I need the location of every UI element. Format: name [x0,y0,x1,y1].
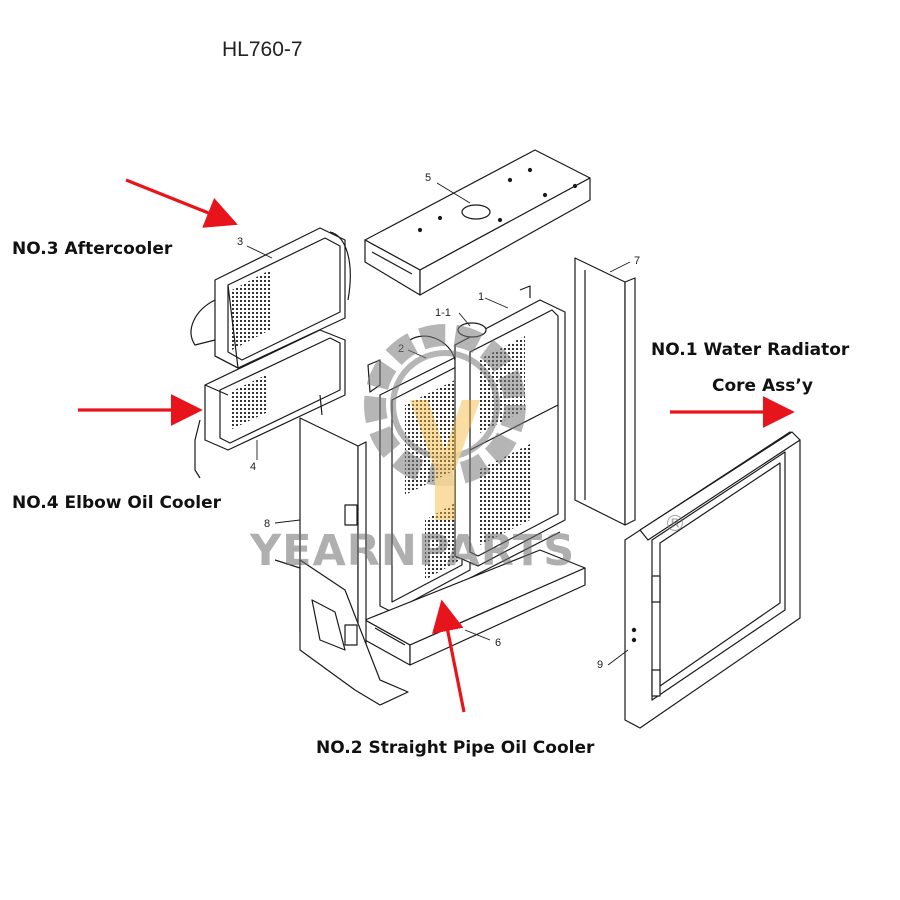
part-label-7: 7 [634,255,640,267]
access-door-part-9 [624,431,801,729]
elbow-oil-cooler-part-4 [194,329,346,479]
callout-water-radiator-line2: Core Ass’y [712,376,813,396]
callout-straight-pipe-oil-cooler: NO.2 Straight Pipe Oil Cooler [316,738,595,758]
part-label-8: 8 [264,518,270,530]
model-title: HL760-7 [222,38,303,61]
part-label-5: 5 [425,172,431,184]
top-cover-part-5 [364,149,591,296]
callout-water-radiator-line1: NO.1 Water Radiator [651,340,850,360]
callout-aftercooler: NO.3 Aftercooler [12,239,173,259]
part-label-9: 9 [597,659,603,671]
callout-elbow-oil-cooler: NO.4 Elbow Oil Cooler [12,493,222,513]
part-label-3: 3 [237,236,243,248]
watermark-registered-icon: ® [664,512,686,537]
side-frame-part-8 [274,417,409,706]
part-label-4: 4 [250,461,256,473]
part-label-1: 1 [478,291,484,303]
side-panel-part-7 [574,257,636,526]
part-label-1-1: 1-1 [435,307,451,319]
arrow-straight-pipe [432,599,466,713]
watermark-gear-icon [364,324,526,520]
part-label-6: 6 [495,637,501,649]
arrow-aftercooler [125,178,238,228]
bottom-base-part-6 [364,549,586,666]
leader-lines [246,182,631,666]
watermark-text: YEARNPARTS [250,526,576,576]
